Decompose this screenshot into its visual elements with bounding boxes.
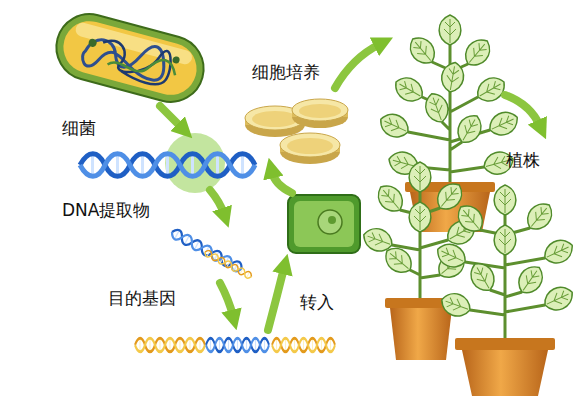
target-gene — [170, 228, 253, 280]
label: 细胞培养 — [252, 62, 320, 82]
bacterium — [49, 7, 211, 110]
plant-cell — [288, 195, 360, 253]
label: 细菌 — [62, 118, 96, 138]
label: DNA提取物 — [62, 200, 150, 220]
plants — [360, 162, 577, 396]
dna-extract — [80, 133, 255, 193]
label: 转入 — [300, 292, 334, 312]
label: 植株 — [506, 150, 540, 170]
label: 目的基因 — [108, 288, 176, 308]
gene-row — [135, 338, 335, 352]
petri-dishes — [245, 99, 348, 164]
process-arrows — [160, 44, 540, 330]
